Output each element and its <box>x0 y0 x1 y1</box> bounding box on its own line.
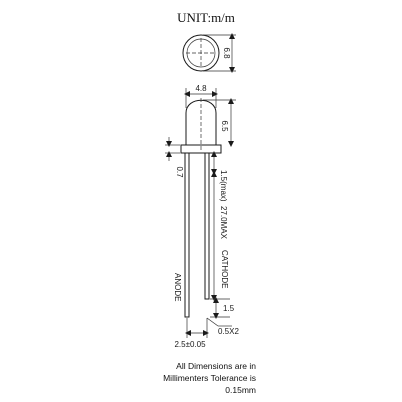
flange <box>180 144 222 154</box>
note-line-3: 0.15mm <box>225 385 256 395</box>
lead-spacing-label: 2.5±0.05 <box>174 340 206 349</box>
top-view: 6.8 <box>182 33 236 73</box>
cathode-label: CATHODE <box>220 250 229 289</box>
base-to-bend-label: 1.5(max) <box>219 170 228 202</box>
unit-title: UNIT:m/m <box>177 10 235 25</box>
tolerance-note: All Dimensions are in Millimenters Toler… <box>163 361 256 395</box>
cathode-lead <box>204 152 210 300</box>
lead-end-label: 1.5 <box>223 304 235 313</box>
lens-height-label: 6.5 <box>220 120 229 132</box>
note-line-2: Millimenters Tolerance is <box>163 373 256 383</box>
lead-section-leader <box>206 317 219 327</box>
anode-label: ANODE <box>173 273 182 301</box>
lens-width-label: 4.8 <box>195 84 207 93</box>
side-view: 4.8 6.5 0.7 1.5(max) 27.0MAX CATHODE ANO… <box>165 84 239 349</box>
top-view-diameter-label: 6.8 <box>222 47 231 59</box>
flange-thickness-label: 0.7 <box>175 166 184 178</box>
top-view-outer-circle <box>182 34 220 72</box>
lead-section-label: 0.5X2 <box>218 327 239 336</box>
lead-length-label: 27.0MAX <box>219 206 228 240</box>
note-line-1: All Dimensions are in <box>176 361 256 371</box>
anode-lead <box>184 152 190 318</box>
